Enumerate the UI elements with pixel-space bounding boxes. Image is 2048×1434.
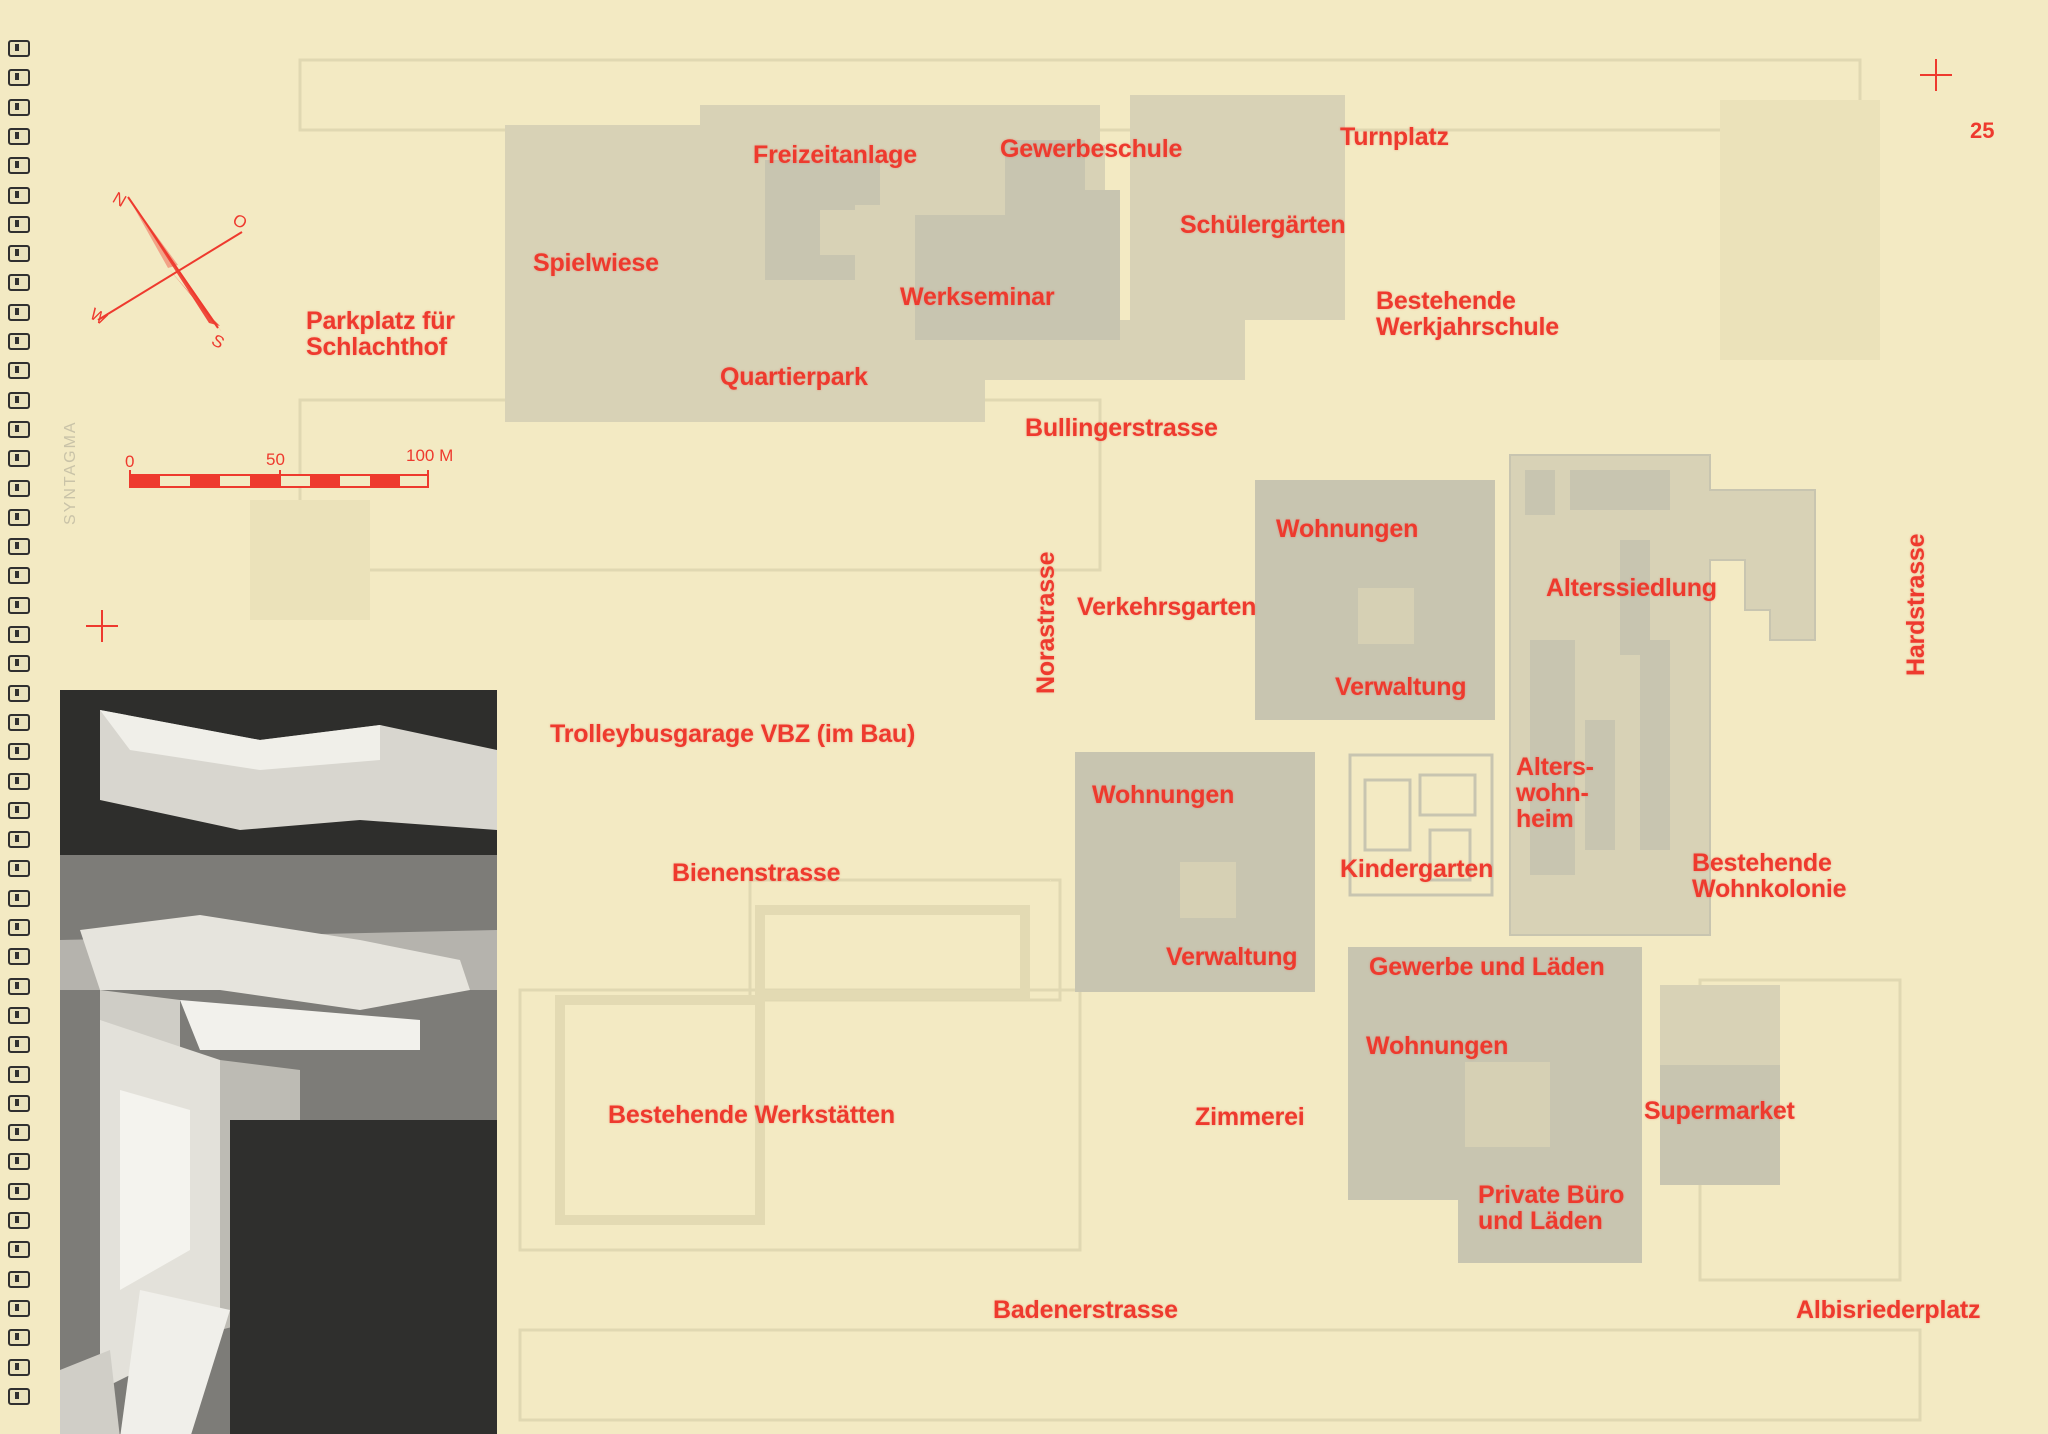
label-gewerbe-laeden: Gewerbe und Läden: [1369, 953, 1605, 981]
label-verwaltung-2: Verwaltung: [1166, 943, 1298, 971]
spiral-ring: [8, 1358, 30, 1376]
label-alterssiedlung: Alterssiedlung: [1546, 574, 1717, 602]
label-parkplatz: Parkplatz für Schlachthof: [306, 307, 455, 361]
model-photo: [60, 690, 497, 1434]
spiral-ring: [8, 1270, 30, 1288]
scale-start: 0: [125, 452, 135, 471]
label-private-buero: Private Büro und Läden: [1478, 1181, 1625, 1235]
label-bullingerstrasse: Bullingerstrasse: [1025, 414, 1218, 442]
spiral-ring: [8, 977, 30, 995]
spiral-ring: [8, 684, 30, 702]
spiral-binding: [0, 40, 34, 1434]
spiral-ring: [8, 98, 30, 116]
scale-mid: 50: [266, 450, 285, 469]
spiral-ring: [8, 274, 30, 292]
spiral-ring: [8, 1094, 30, 1112]
spiral-ring: [8, 450, 30, 468]
label-wohnungen-2: Wohnungen: [1092, 781, 1235, 809]
spiral-ring: [8, 69, 30, 87]
spiral-ring: [8, 1006, 30, 1024]
top-buildings: [765, 140, 1120, 340]
label-badenerstrasse: Badenerstrasse: [993, 1296, 1178, 1324]
spiral-ring: [8, 919, 30, 936]
label-verkehrsgarten: Verkehrsgarten: [1077, 593, 1257, 621]
label-werkjahrschule: Bestehende Werkjahrschule: [1376, 287, 1559, 341]
spiral-ring: [8, 391, 30, 409]
label-freizeitanlage: Freizeitanlage: [753, 141, 917, 169]
spiral-ring: [8, 889, 30, 907]
spiral-ring: [8, 1329, 30, 1347]
label-hardstrasse: Hardstrasse: [1902, 533, 1930, 676]
spiral-ring: [8, 479, 30, 497]
registration-marks: [86, 59, 1952, 642]
model-photo-image: [60, 690, 497, 1434]
label-zimmerei: Zimmerei: [1195, 1103, 1305, 1131]
label-gewerbeschule: Gewerbeschule: [1000, 135, 1183, 163]
spiral-ring: [8, 245, 30, 263]
label-albisriederplatz: Albisriederplatz: [1796, 1296, 1981, 1324]
spiral-ring: [8, 567, 30, 585]
spiral-ring: [8, 596, 30, 614]
spiral-ring: [8, 1387, 30, 1405]
faint-blocks: [250, 100, 1880, 881]
label-verwaltung-1: Verwaltung: [1335, 673, 1467, 701]
spiral-ring: [8, 1153, 30, 1171]
spiral-ring: [8, 626, 30, 643]
kindergarten-buildings: [1348, 753, 1494, 897]
label-quartierpark: Quartierpark: [720, 363, 868, 391]
spiral-ring: [8, 1065, 30, 1083]
spiral-ring: [8, 1299, 30, 1317]
scale-bar-icon: [129, 470, 429, 488]
label-norastrasse: Norastrasse: [1032, 551, 1060, 694]
spiral-ring: [8, 772, 30, 790]
spiral-ring: [8, 420, 30, 438]
label-turnplatz: Turnplatz: [1340, 123, 1449, 151]
label-kindergarten: Kindergarten: [1340, 855, 1494, 883]
spiral-ring: [8, 215, 30, 233]
spiral-ring: [8, 860, 30, 878]
spiral-ring: [8, 362, 30, 380]
label-spielwiese: Spielwiese: [533, 249, 659, 277]
spiral-ring: [8, 801, 30, 819]
label-bienenstrasse: Bienenstrasse: [672, 859, 841, 887]
label-wohnkolonie: Bestehende Wohnkolonie: [1692, 849, 1847, 903]
label-werkseminar: Werkseminar: [900, 283, 1055, 311]
spiral-ring: [8, 1182, 30, 1200]
spiral-ring: [8, 743, 30, 761]
spiral-ring: [8, 40, 30, 57]
scale-end: 100 M: [406, 446, 454, 465]
block-supermarket: [1660, 1065, 1780, 1185]
spiral-ring: [8, 538, 30, 556]
label-wohnungen-3: Wohnungen: [1366, 1032, 1509, 1060]
spiral-ring: [8, 186, 30, 204]
spiral-ring: [8, 713, 30, 731]
spiral-ring: [8, 508, 30, 526]
spiral-ring: [8, 1124, 30, 1142]
spiral-ring: [8, 157, 30, 175]
label-supermarket: Supermarket: [1644, 1097, 1795, 1125]
label-wohnungen-1: Wohnungen: [1276, 515, 1419, 543]
page-number: 25: [1970, 118, 1995, 143]
spiral-ring: [8, 1036, 30, 1054]
label-trolleybusgarage: Trolleybusgarage VBZ (im Bau): [550, 720, 916, 748]
spiral-ring: [8, 1241, 30, 1259]
spiral-ring: [8, 948, 30, 966]
spiral-ring: [8, 127, 30, 145]
spiral-ring: [8, 831, 30, 849]
spiral-ring: [8, 303, 30, 321]
watermark-text: SYNTAGMA: [62, 420, 79, 525]
spiral-ring: [8, 1212, 30, 1229]
spiral-ring: [8, 333, 30, 350]
label-schuelergaerten: Schülergärten: [1180, 211, 1346, 239]
spiral-ring: [8, 655, 30, 673]
label-werkstaetten: Bestehende Werkstätten: [608, 1101, 895, 1129]
label-alterswohnheim: Alters- wohn- heim: [1516, 753, 1594, 833]
north-arrow-icon: [97, 196, 243, 332]
